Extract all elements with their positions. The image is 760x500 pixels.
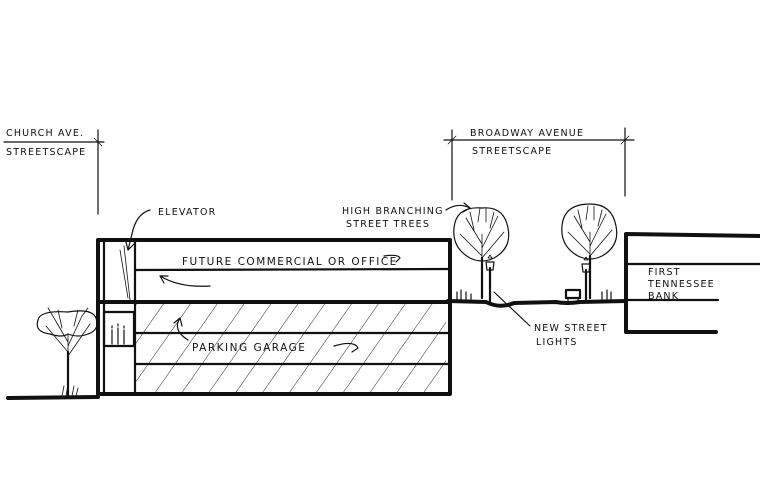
bank-label-line1: FIRST <box>648 267 681 278</box>
future-use-arrow-left <box>159 275 211 287</box>
parking-arrow-left <box>173 317 189 341</box>
street-lights-annotation: NEW STREET LIGHTS <box>493 291 608 348</box>
elevator-annotation: ELEVATOR <box>125 207 216 251</box>
street-light-icon <box>581 256 591 304</box>
broadway-ground <box>446 299 628 308</box>
broadway-streetscape-marker: BROADWAY AVENUE STREETSCAPE <box>443 127 635 201</box>
parking-annotation: PARKING GARAGE <box>173 317 359 354</box>
ground-lines <box>6 299 628 400</box>
street-trees-label-line1: HIGH BRANCHING <box>342 206 444 217</box>
parking-arrow-right <box>333 342 359 353</box>
future-use-label: FUTURE COMMERCIAL OR OFFICE <box>182 256 398 268</box>
street-lights-leader <box>493 291 531 327</box>
elevator-leader <box>125 209 151 251</box>
church-ave-streetscape-label: STREETSCAPE <box>6 147 86 158</box>
bank-outline <box>624 232 760 334</box>
parking-label: PARKING GARAGE <box>192 342 306 354</box>
tree-icon <box>561 203 618 300</box>
tree-icon <box>36 307 98 398</box>
first-tennessee-bank-building: FIRST TENNESSEE BANK <box>624 232 760 334</box>
street-trees-annotation: HIGH BRANCHING STREET TREES <box>342 202 471 230</box>
street-light-icon <box>485 254 495 304</box>
street-trees-label-line2: STREET TREES <box>346 219 430 230</box>
street-lights-label-line2: LIGHTS <box>536 337 578 348</box>
church-ave-tick <box>93 137 103 147</box>
elevator-cab <box>102 310 136 348</box>
bank-label-line2: TENNESSEE <box>647 279 715 290</box>
bank-label-line3: BANK <box>648 291 679 302</box>
church-ave-label: CHURCH AVE. <box>6 128 84 139</box>
broadway-streetscape-label: STREETSCAPE <box>472 146 552 157</box>
broadway-tick-left <box>447 135 457 145</box>
parking-structure <box>96 238 452 396</box>
person-icon <box>456 289 612 301</box>
floor-line-1 <box>133 267 450 272</box>
church-ave-ground <box>6 395 100 400</box>
building-outline <box>96 238 452 396</box>
street-lights-label-line1: NEW STREET <box>534 323 608 334</box>
person-icon <box>111 323 125 345</box>
elevator-shaft-shading <box>119 245 131 301</box>
bench-icon <box>564 288 582 303</box>
broadway-label: BROADWAY AVENUE <box>470 128 584 139</box>
future-use-arrow-right <box>383 254 401 263</box>
elevator-label: ELEVATOR <box>158 207 216 218</box>
tree-icon <box>453 207 510 300</box>
parking-hatch <box>136 304 446 392</box>
church-ave-streetscape-marker: CHURCH AVE. STREETSCAPE <box>3 128 105 215</box>
future-use-annotation: FUTURE COMMERCIAL OR OFFICE <box>159 254 401 287</box>
street-trees-leader <box>445 202 471 213</box>
broadway-tick-right <box>620 135 630 145</box>
